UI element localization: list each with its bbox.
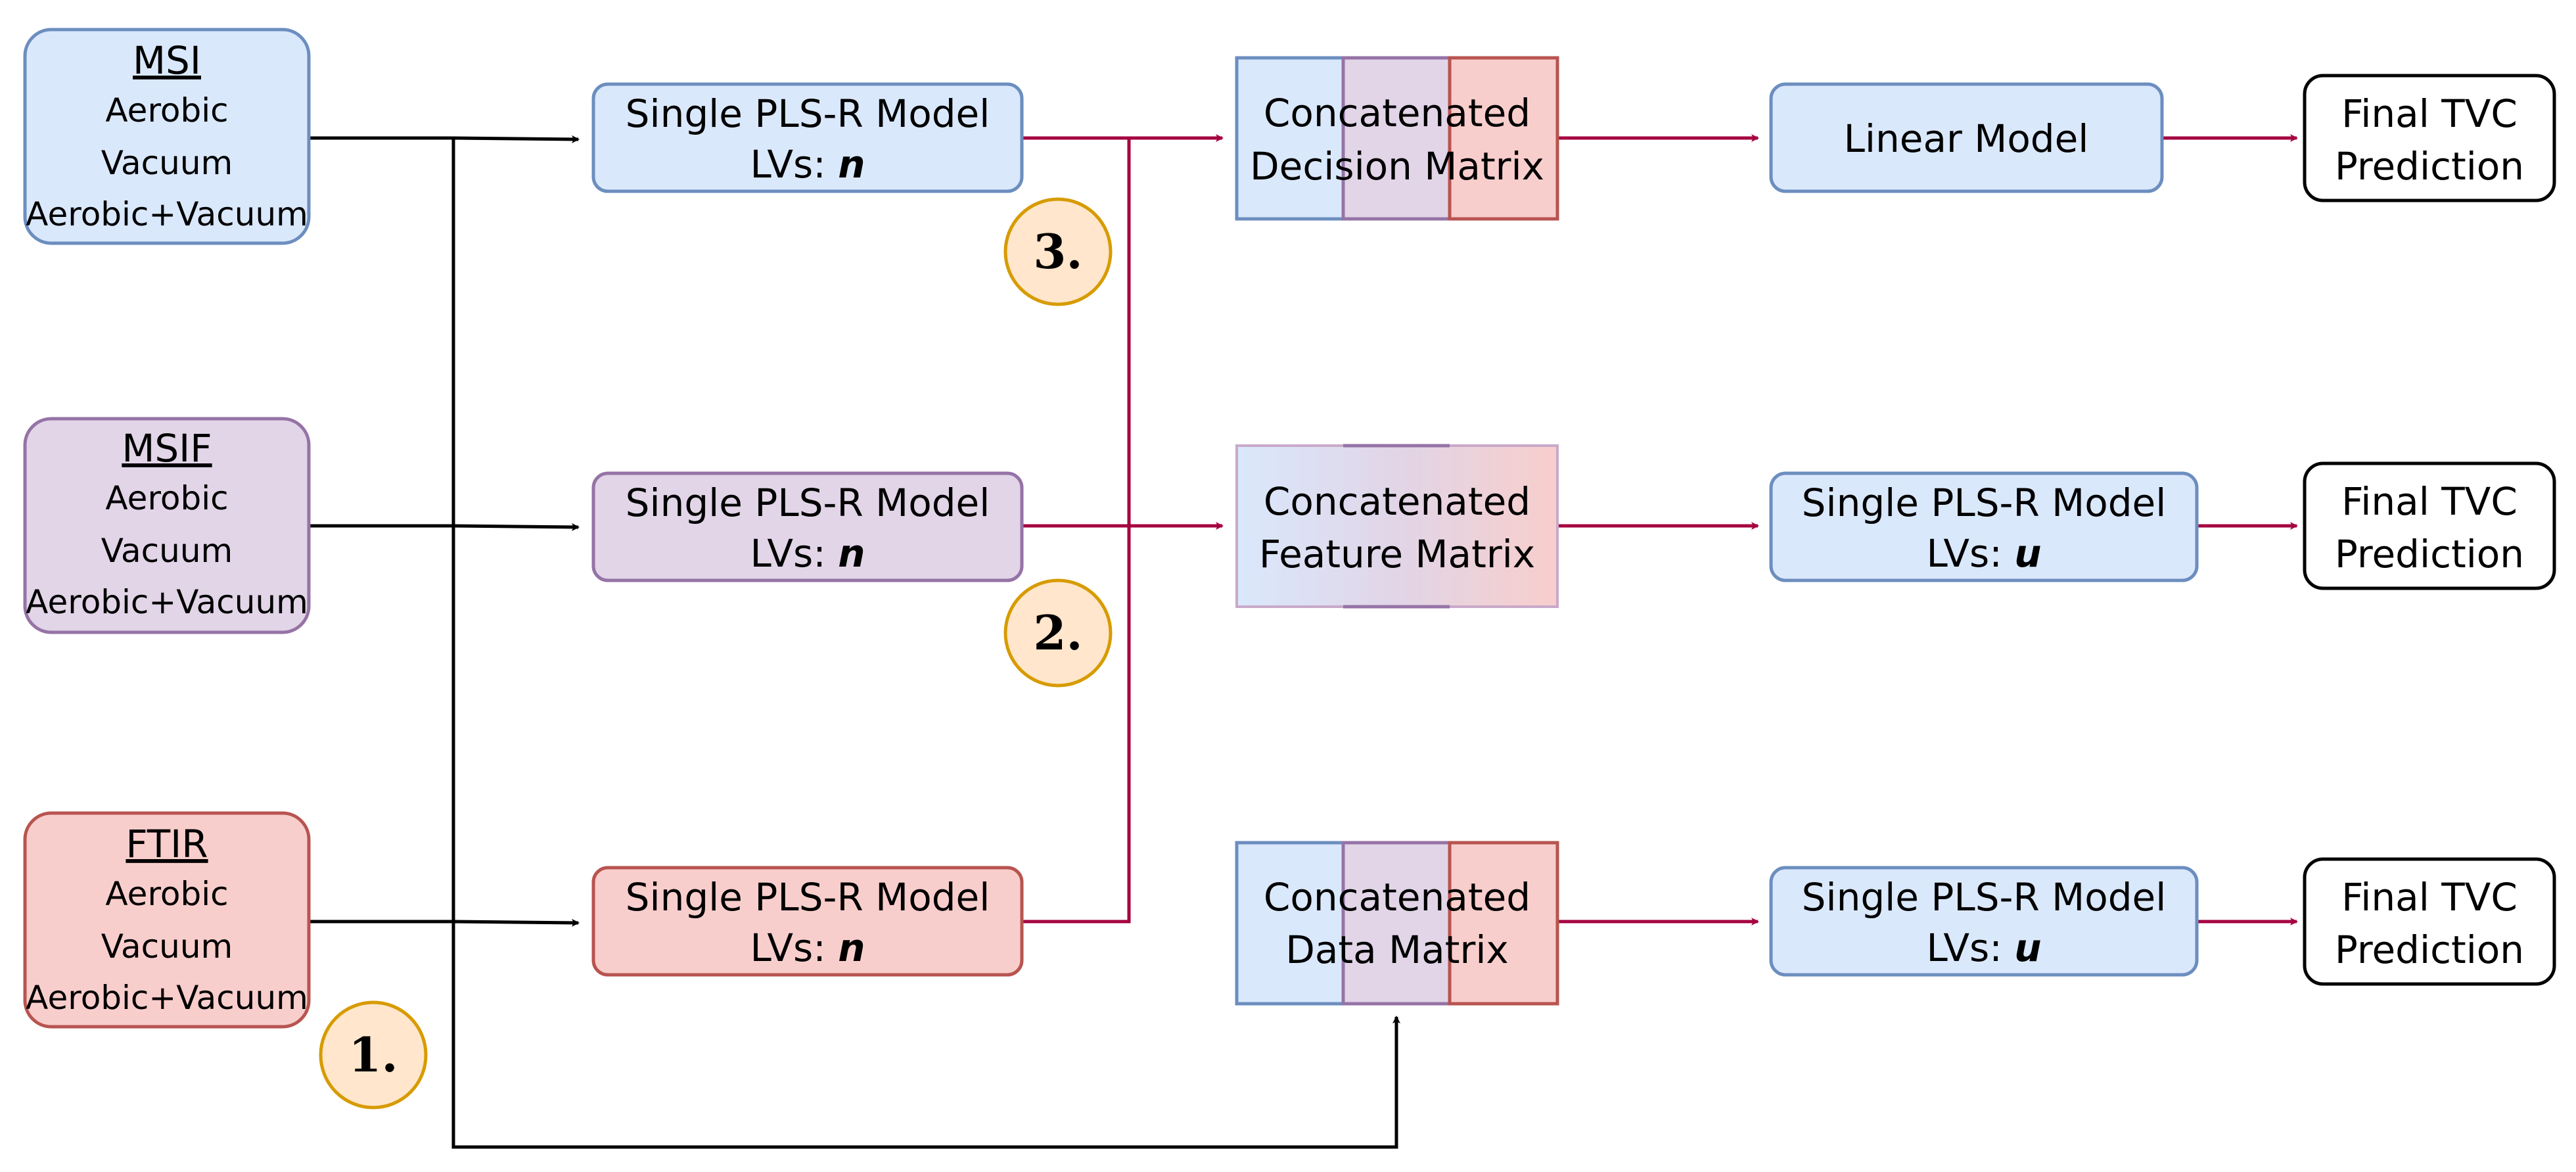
pls-model-msif-lv-var: n: [838, 531, 865, 576]
pls-model-msif-box: [591, 471, 1024, 582]
pls-model-u-feature-label: Single PLS-R Model: [1802, 481, 2167, 525]
input-msi-title: MSI: [133, 38, 201, 83]
pls-model-u-data-label: Single PLS-R Model: [1802, 875, 2167, 920]
pls-model-msi: Single PLS-R Model LVs: n: [591, 82, 1024, 193]
pls-model-msif-lvs: LVs: n: [750, 531, 865, 576]
input-ftir-line-1: Aerobic: [105, 875, 228, 913]
pls-model-u-feature-lvs: LVs: u: [1926, 531, 2041, 576]
output-data-line-2: Prediction: [2335, 927, 2524, 972]
pls-model-msi-lv-prefix: LVs:: [750, 142, 838, 187]
pls-model-msi-label: Single PLS-R Model: [626, 91, 990, 136]
input-msi-box: [23, 28, 311, 245]
data-matrix: Concatenated Data Matrix: [1235, 841, 1559, 1006]
pls-model-msif-lv-prefix: LVs:: [750, 531, 838, 576]
input-msi-line-1: Aerobic: [105, 91, 228, 129]
data-matrix-msi-segment: [1235, 841, 1345, 1006]
badge-3-circle: [1003, 197, 1113, 306]
pls-model-ftir-label: Single PLS-R Model: [626, 875, 990, 920]
data-matrix-ftir-segment: [1448, 841, 1559, 1006]
decision-matrix-msi-segment: [1235, 56, 1345, 221]
pls-model-ftir-lv-var: n: [838, 926, 865, 970]
pls-model-ftir-lv-prefix: LVs:: [750, 926, 838, 970]
badge-1-label: 1.: [348, 1027, 398, 1083]
pls-model-msi-box: [591, 82, 1024, 193]
badge-2: 2.: [1003, 578, 1113, 688]
linear-model: Linear Model: [1769, 82, 2164, 193]
decision-matrix-ftir-segment: [1448, 56, 1559, 221]
pls-model-ftir-box: [591, 866, 1024, 977]
badge-3-label: 3.: [1033, 223, 1082, 279]
data-matrix-line-2: Data Matrix: [1285, 927, 1509, 972]
output-data-box: [2303, 857, 2556, 986]
input-msif-box: [23, 417, 311, 634]
input-ftir-line-3: Aerobic+Vacuum: [26, 979, 308, 1017]
input-msif-line-2: Vacuum: [101, 532, 233, 570]
msi-to-pls-arrow: [309, 135, 580, 143]
output-feature-line-1: Final TVC: [2341, 479, 2518, 524]
linear-model-label: Linear Model: [1844, 116, 2089, 161]
pls-model-msi-lv-var: n: [838, 142, 865, 187]
input-msif-line-3: Aerobic+Vacuum: [26, 583, 308, 621]
input-ftir-line-2: Vacuum: [101, 927, 233, 966]
badge-1: 1.: [319, 1000, 428, 1110]
pls-model-ftir-lvs: LVs: n: [750, 926, 865, 970]
linear-model-box: [1769, 82, 2164, 193]
input-msif-title: MSIF: [122, 426, 212, 471]
input-ftir-box: [23, 811, 311, 1029]
decision-matrix-line-1: Concatenated: [1264, 91, 1530, 135]
decision-matrix: Concatenated Decision Matrix: [1235, 56, 1559, 221]
pls-model-u-feature-lv-var: u: [2014, 531, 2041, 576]
data-matrix-msif-segment: [1341, 841, 1452, 1006]
feature-matrix-box: [1235, 444, 1559, 608]
pls-model-u-feature-box: [1769, 471, 2199, 582]
ftir-to-pls-arrow: [309, 918, 580, 927]
pls-model-msi-lvs: LVs: n: [750, 142, 865, 187]
pls-model-u-data-box: [1769, 866, 2199, 977]
pls-model-msif: Single PLS-R Model LVs: n: [591, 471, 1024, 582]
badge-2-circle: [1003, 578, 1113, 688]
input-msi: MSI Aerobic Vacuum Aerobic+Vacuum: [23, 28, 311, 245]
output-data-line-1: Final TVC: [2341, 875, 2518, 920]
red-connectors: [1022, 134, 2298, 926]
raw-data-bus-line: [451, 138, 1400, 1149]
output-decision-box: [2303, 74, 2556, 202]
badge-3: 3.: [1003, 197, 1113, 306]
pls-model-u-feature-lv-prefix: LVs:: [1926, 531, 2014, 576]
output-decision-line-2: Prediction: [2335, 144, 2524, 189]
msif-to-pls-arrow: [309, 523, 580, 531]
output-data: Final TVC Prediction: [2303, 857, 2556, 986]
decision-matrix-line-2: Decision Matrix: [1250, 144, 1544, 189]
pls-model-msif-label: Single PLS-R Model: [626, 481, 990, 525]
black-connectors: [309, 135, 1400, 1149]
input-msif: MSIF Aerobic Vacuum Aerobic+Vacuum: [23, 417, 311, 634]
pls-ftir-to-bus-line: [1022, 138, 1131, 924]
data-matrix-line-1: Concatenated: [1264, 875, 1530, 920]
input-ftir: FTIR Aerobic Vacuum Aerobic+Vacuum: [23, 811, 311, 1029]
input-msif-line-1: Aerobic: [105, 479, 228, 517]
pls-model-u-data: Single PLS-R Model LVs: u: [1769, 866, 2199, 977]
badge-2-label: 2.: [1033, 605, 1082, 661]
feature-matrix-line-2: Feature Matrix: [1259, 532, 1535, 576]
output-feature-line-2: Prediction: [2335, 532, 2524, 576]
feature-matrix-line-1: Concatenated: [1264, 479, 1530, 524]
feature-matrix: Concatenated Feature Matrix: [1235, 444, 1559, 609]
pls-model-u-feature: Single PLS-R Model LVs: u: [1769, 471, 2199, 582]
output-feature: Final TVC Prediction: [2303, 461, 2556, 590]
badge-1-circle: [319, 1000, 428, 1110]
pls-model-u-data-lv-var: u: [2014, 926, 2041, 970]
input-ftir-title: FTIR: [126, 822, 208, 866]
decision-matrix-msif-segment: [1341, 56, 1452, 221]
output-feature-box: [2303, 461, 2556, 590]
output-decision: Final TVC Prediction: [2303, 74, 2556, 202]
pls-model-ftir: Single PLS-R Model LVs: n: [591, 866, 1024, 977]
pls-model-u-data-lv-prefix: LVs:: [1926, 926, 2014, 970]
output-decision-line-1: Final TVC: [2341, 91, 2518, 136]
pls-model-u-data-lvs: LVs: u: [1926, 926, 2041, 970]
input-msi-line-3: Aerobic+Vacuum: [26, 195, 308, 233]
input-msi-line-2: Vacuum: [101, 144, 233, 182]
